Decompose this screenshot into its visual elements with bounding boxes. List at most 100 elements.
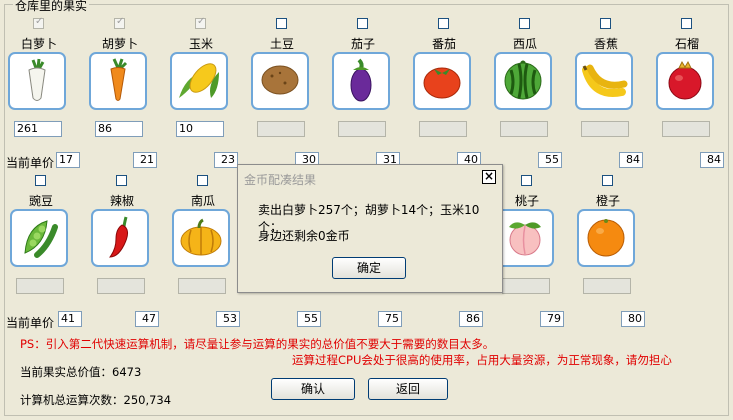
fruit-tile[interactable] (172, 209, 230, 267)
unit-price-field[interactable]: 86 (459, 311, 483, 327)
fruit-tile[interactable] (251, 52, 309, 110)
fruit-name: 番茄 (431, 37, 456, 51)
calc-count: 250,734 (123, 393, 172, 407)
confirm-button[interactable]: 确认 (271, 378, 355, 400)
quantity-field[interactable] (338, 121, 386, 137)
dialog-message-remaining: 身边还剩余0金币 (258, 229, 350, 243)
total-value-stat: 当前果实总价值：6473 (20, 364, 141, 380)
quantity-field[interactable] (97, 278, 145, 294)
quantity-field[interactable] (257, 121, 305, 137)
unit-price-field[interactable]: 53 (216, 311, 240, 327)
corn-icon (175, 58, 223, 105)
fruit-name: 石榴 (674, 37, 699, 51)
cpu-warning: 运算过程CPU会处于很高的使用率，占用大量资源，为正常现象，请勿担心 (292, 353, 672, 367)
fruit-tile[interactable] (577, 209, 635, 267)
peach-icon (503, 216, 547, 261)
pumpkin-icon (177, 216, 225, 261)
quantity-field[interactable] (16, 278, 64, 294)
fruit-checkbox[interactable] (681, 18, 692, 29)
quantity-field[interactable] (583, 278, 631, 294)
pomegranate-icon (664, 58, 706, 105)
fruit-checkbox[interactable]: ✓ (33, 16, 44, 29)
fruit-checkbox[interactable] (521, 175, 532, 186)
chili-icon (100, 213, 140, 264)
fruit-name: 茄子 (350, 37, 375, 51)
fruit-tile[interactable] (170, 52, 228, 110)
total-value-label: 当前果实总价值： (20, 365, 112, 379)
dialog-title: 金币配凑结果 (244, 173, 317, 187)
fruit-tile[interactable] (332, 52, 390, 110)
calc-count-stat: 计算机总运算次数：250,734 (20, 392, 171, 408)
fruit-tile[interactable] (494, 52, 552, 110)
fruit-checkbox[interactable] (35, 175, 46, 186)
checkmark-icon: ✓ (197, 16, 206, 27)
quantity-field[interactable] (500, 121, 548, 137)
price-label-row1: 当前单价 (6, 156, 55, 170)
fruit-tile[interactable] (413, 52, 471, 110)
unit-price-field[interactable]: 84 (619, 152, 643, 168)
total-value: 6473 (112, 365, 142, 379)
fruit-name: 胡萝卜 (101, 37, 138, 51)
quantity-field[interactable] (581, 121, 629, 137)
unit-price-field[interactable]: 41 (58, 311, 82, 327)
eggplant-icon (343, 56, 379, 107)
calc-count-label: 计算机总运算次数： (20, 393, 124, 407)
fruit-checkbox[interactable] (197, 175, 208, 186)
fruit-name: 南瓜 (190, 194, 215, 208)
fruit-tile[interactable] (10, 209, 68, 267)
fruit-name: 玉米 (188, 37, 213, 51)
back-button[interactable]: 返回 (368, 378, 448, 400)
dialog-ok-button[interactable]: 确定 (332, 257, 406, 279)
group-title: 仓库里的果实 (13, 0, 90, 13)
fruit-name: 土豆 (269, 37, 294, 51)
unit-price-field[interactable]: 17 (56, 152, 80, 168)
fruit-checkbox[interactable] (602, 175, 613, 186)
fruit-tile[interactable] (89, 52, 147, 110)
watermelon-icon (501, 58, 545, 105)
quantity-field[interactable]: 10 (176, 121, 224, 137)
close-icon[interactable]: × (482, 169, 496, 184)
fruit-tile[interactable] (575, 52, 633, 110)
unit-price-field[interactable]: 21 (133, 152, 157, 168)
fruit-tile[interactable] (656, 52, 714, 110)
fruit-name: 橙子 (595, 194, 620, 208)
unit-price-field[interactable]: 55 (297, 311, 321, 327)
banana-icon (580, 60, 628, 103)
fruit-checkbox[interactable] (116, 175, 127, 186)
quantity-field[interactable]: 261 (14, 121, 62, 137)
quantity-field[interactable] (419, 121, 467, 137)
unit-price-field[interactable]: 80 (621, 311, 645, 327)
fruit-checkbox[interactable]: ✓ (195, 16, 206, 29)
warehouse-group: 仓库里的果实 (4, 0, 729, 416)
orange-icon (584, 215, 628, 262)
fruit-tile[interactable] (8, 52, 66, 110)
fruit-name: 辣椒 (109, 194, 134, 208)
fruit-checkbox[interactable] (357, 18, 368, 29)
tomato-icon (420, 59, 464, 104)
unit-price-field[interactable]: 84 (700, 152, 724, 168)
fruit-checkbox[interactable] (600, 18, 611, 29)
quantity-field[interactable]: 86 (95, 121, 143, 137)
fruit-checkbox[interactable] (519, 18, 530, 29)
unit-price-field[interactable]: 23 (214, 152, 238, 168)
quantity-field[interactable] (502, 278, 550, 294)
fruit-name: 白萝卜 (20, 37, 57, 51)
fruit-name: 豌豆 (28, 194, 53, 208)
quantity-field[interactable] (178, 278, 226, 294)
fruit-checkbox[interactable] (438, 18, 449, 29)
fruit-name: 香蕉 (593, 37, 618, 51)
fruit-checkbox[interactable] (276, 18, 287, 29)
fruit-name: 桃子 (514, 194, 539, 208)
unit-price-field[interactable]: 75 (378, 311, 402, 327)
unit-price-field[interactable]: 47 (135, 311, 159, 327)
fruit-checkbox[interactable]: ✓ (114, 16, 125, 29)
ps-note: PS：引入第二代快速运算机制，请尽量让参与运算的果实的总价值不要大于需要的数目太… (20, 337, 495, 351)
fruit-tile[interactable] (496, 209, 554, 267)
fruit-name: 西瓜 (512, 37, 537, 51)
result-dialog: 金币配凑结果 × 卖出白萝卜257个；胡萝卜14个；玉米10个； 身边还剩余0金… (237, 164, 503, 293)
unit-price-field[interactable]: 55 (538, 152, 562, 168)
fruit-tile[interactable] (91, 209, 149, 267)
unit-price-field[interactable]: 79 (540, 311, 564, 327)
quantity-field[interactable] (662, 121, 710, 137)
checkmark-icon: ✓ (35, 16, 44, 27)
